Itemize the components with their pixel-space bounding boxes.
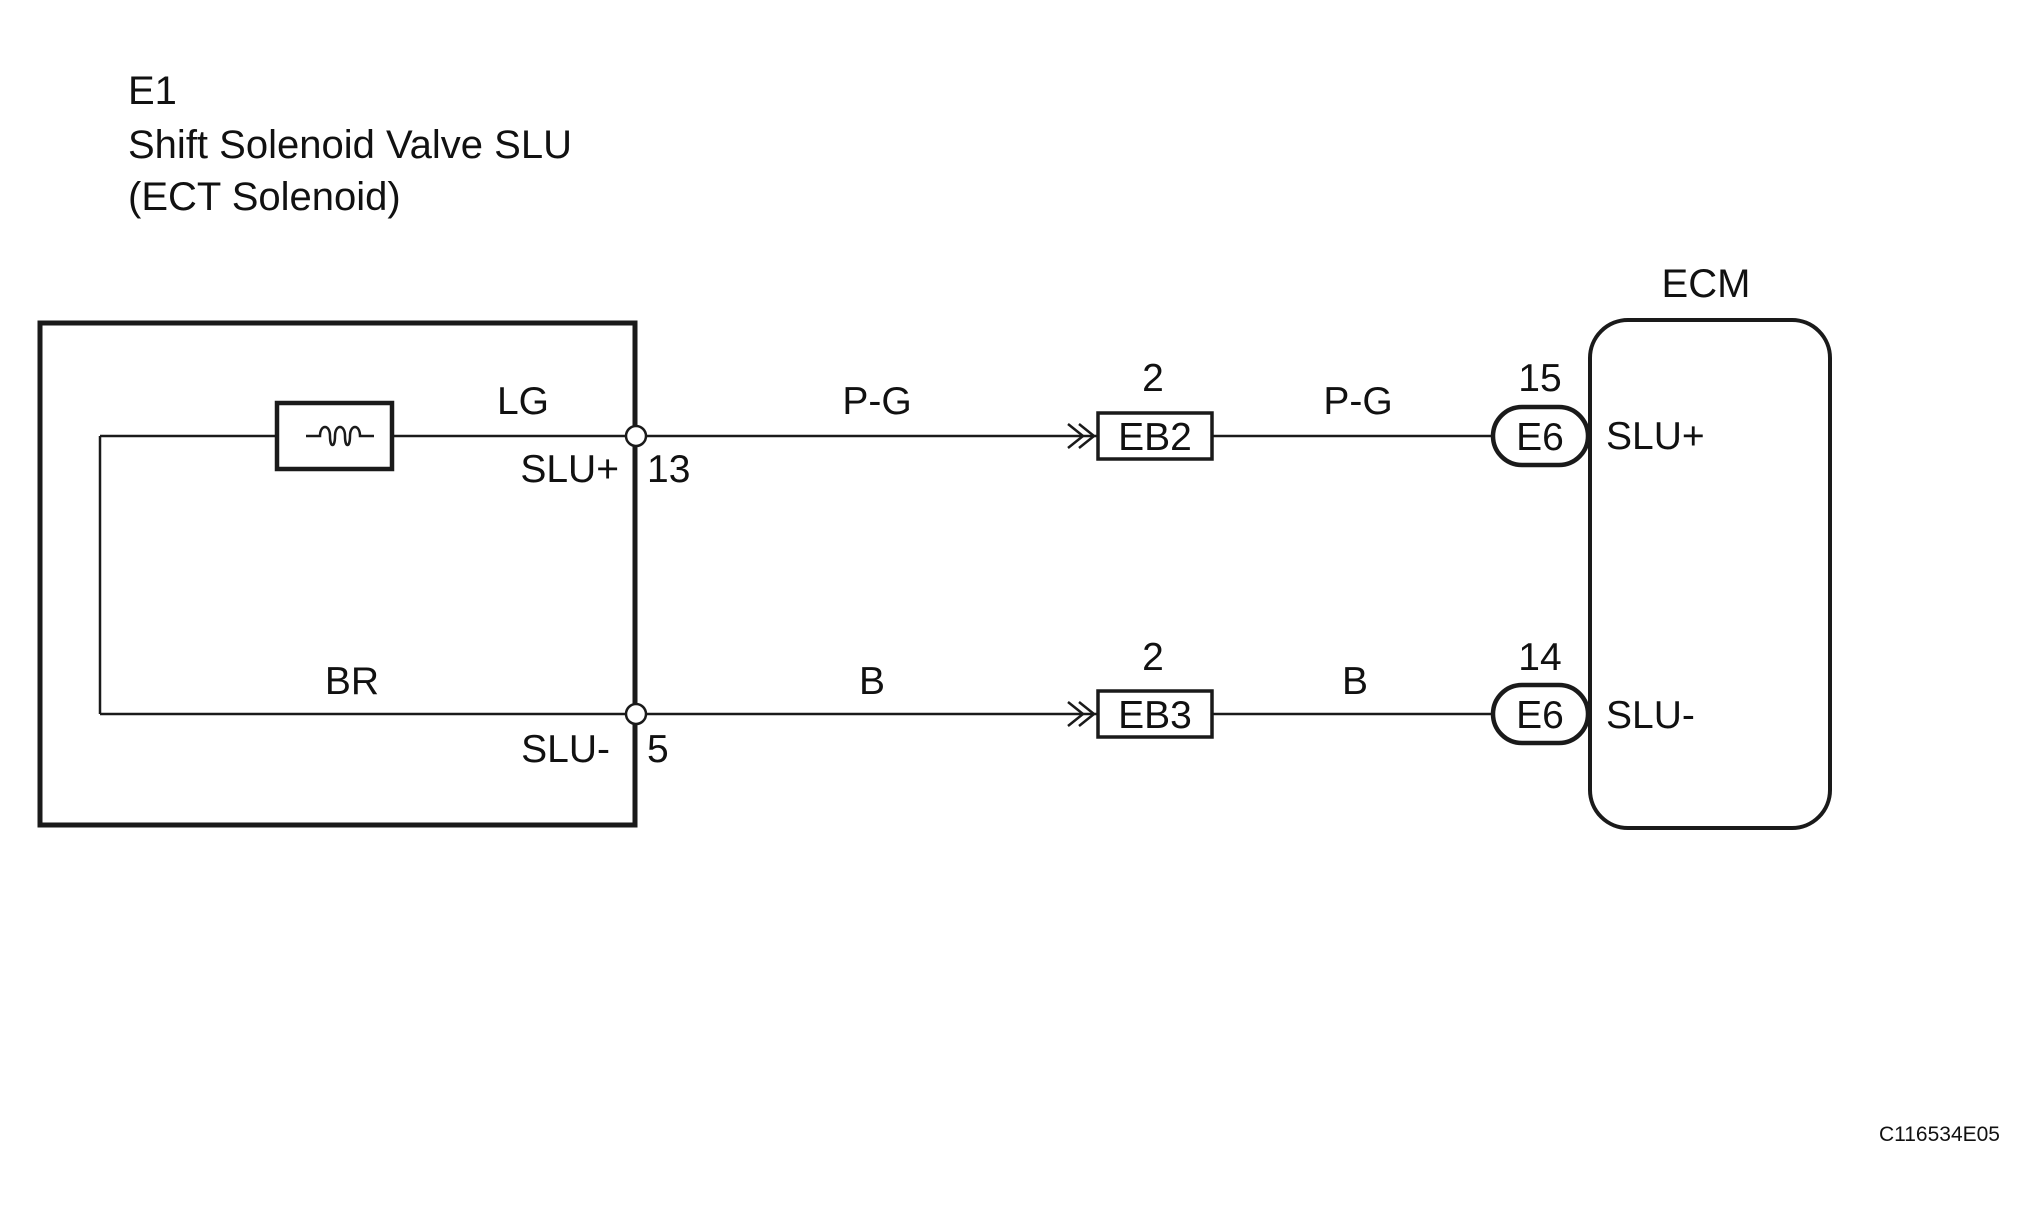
component-subname: (ECT Solenoid) [128,175,401,219]
terminal-slu-plus [624,424,648,448]
ecm-connector-code-bottom: E6 [1516,694,1564,737]
figure-id: C116534E05 [1879,1123,2000,1146]
terminal-pin-13: 13 [647,448,690,491]
solenoid-valve-box [37,320,638,828]
ecm-box [1588,318,1832,830]
ecm-label: ECM [1662,262,1751,306]
wire-color-b-left: B [859,660,885,703]
junction-pin-eb3: 2 [1142,636,1164,679]
terminal-name-slu-minus: SLU- [521,728,610,771]
ecm-terminal-slu-minus: SLU- [1606,694,1695,737]
ecm-pin-14: 14 [1518,636,1561,679]
ecm-terminal-slu-plus: SLU+ [1606,415,1705,458]
coil-icon [274,400,395,472]
component-name: Shift Solenoid Valve SLU [128,123,572,167]
ecm-connector-code-top: E6 [1516,416,1564,459]
terminal-name-slu-plus: SLU+ [520,448,619,491]
wire-color-pg-right: P-G [1323,380,1392,423]
component-code: E1 [128,69,177,113]
wire-color-b-right: B [1342,660,1368,703]
wire-color-pg-left: P-G [842,380,911,423]
ecm-connector-e6-top [1490,404,1591,468]
junction-pin-eb2: 2 [1142,357,1164,400]
terminal-pin-5: 5 [647,728,669,771]
terminal-slu-minus [624,702,648,726]
junction-code-eb2: EB2 [1118,416,1192,459]
wire-color-br: BR [325,660,379,703]
wire-color-lg: LG [497,380,549,423]
ecm-connector-e6-bottom [1490,682,1591,746]
junction-code-eb3: EB3 [1118,694,1192,737]
chevron-bottom-icon [1067,701,1097,727]
ecm-pin-15: 15 [1518,357,1561,400]
chevron-top-icon [1067,423,1097,449]
